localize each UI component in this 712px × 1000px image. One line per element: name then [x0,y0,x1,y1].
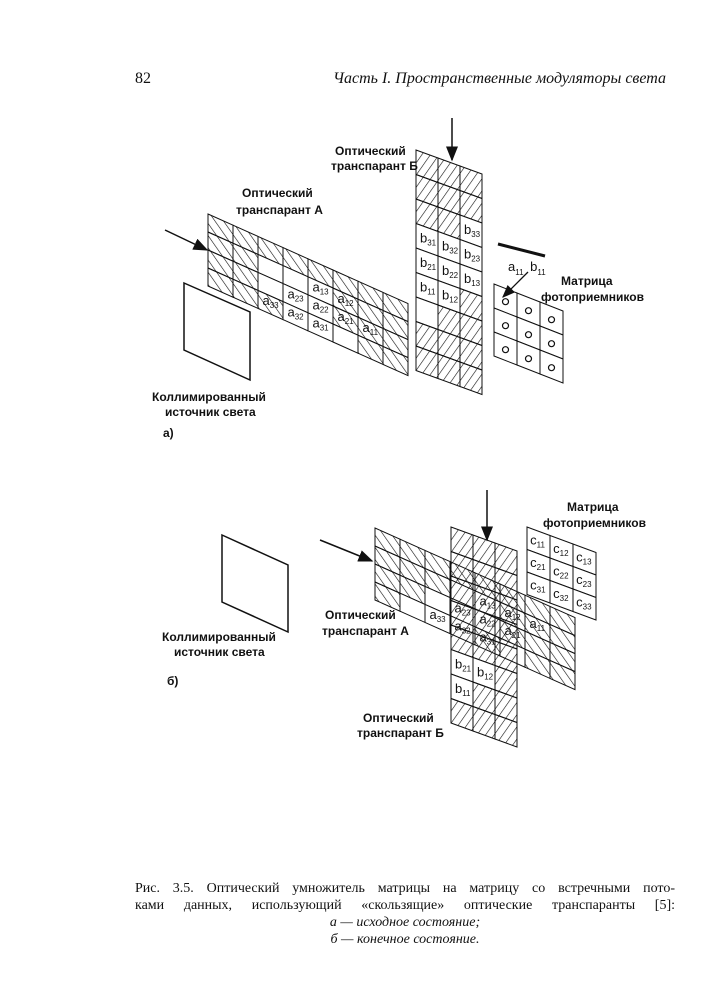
page-number: 82 [135,70,151,87]
cell-label-c: c31 [530,578,546,595]
cell-label-b-b: b21 [455,657,472,674]
label-transparency-b-b-line2: транспарант Б [357,726,444,740]
detector-mark [547,364,556,372]
cell-label-b: b11 [420,280,436,297]
caption-line-2: ками данных, использующий «скользящие» о… [135,898,675,913]
label-transparency-b-line2: транспарант Б [331,159,418,173]
label-source-b-line2: источник света [174,645,265,659]
detector-mark [547,316,556,324]
label-detector-line1: Матрица [561,274,613,288]
label-transparency-a-line2: транспарант А [236,203,323,217]
cell-label-a: a23 [288,286,305,303]
label-transparency-b-b-line1: Оптический [363,711,434,725]
cell-label-c: c33 [576,595,592,612]
cell-label-c: c23 [576,572,592,589]
figure-a: a13 a12 a11 a23 a22 a21 a33 a32 a31 b33 b32 b23 b31… [152,118,644,440]
detector-mark [524,331,533,339]
transparency-a-grid: a13 a12 a11 a23 a22 a21 a33 a32 a31 [207,213,409,377]
cell-label-b: b31 [420,231,437,248]
cell-label-a: a13 [313,280,330,297]
cell-label-b: b13 [464,271,481,288]
detector-mark [547,340,556,348]
detector-mark [524,355,533,363]
cell-label-b: b23 [464,247,481,264]
cell-label-a-b: a11 [530,616,546,633]
cell-label-a: a33 [263,293,280,310]
panel-label-a: а) [163,426,174,440]
light-source-plate-b [221,533,289,634]
label-source-line2: источник света [165,405,256,419]
figure-caption: Рис. 3.5. Оптический умножитель матрицы … [135,880,675,948]
label-transparency-b-line1: Оптический [335,144,406,158]
transparency-b-b-cell [494,713,518,748]
caption-line-3: а — исходное состояние; [329,915,481,930]
cell-label-c: c12 [553,541,569,558]
label-transparency-a-b-line1: Оптический [325,608,396,622]
transparency-a-b-cell [549,659,576,691]
detector-cell [539,349,564,384]
detector-cell-b [572,588,597,621]
cell-label-a: a32 [288,304,305,321]
cell-label-b: b12 [442,288,459,305]
cell-label-c: c32 [553,586,569,603]
cell-label-a: a12 [338,291,355,308]
input-arrow-b [319,539,374,562]
transparency-b-grid: b33 b32 b23 b31 b22 b13 b21 b12 b11 [415,149,483,396]
input-arrow-a [164,229,209,251]
transparency-a-cell [382,345,409,377]
label-source-line1: Коллимированный [152,390,266,404]
cell-label-a: a31 [313,316,330,333]
cell-label-b: b21 [420,255,437,272]
running-title: Часть I. Пространственные модуляторы све… [333,70,666,87]
arrow-to-detector [502,271,529,298]
cell-label-b-b: b11 [455,681,471,698]
transparency-b-cell [459,361,483,396]
cell-label-c: c13 [576,550,592,567]
detector-grid-a [493,283,564,384]
detector-mark [501,322,510,330]
label-detector-b-line2: фотоприемников [543,516,646,530]
cell-label-a: a11 [363,320,379,337]
cell-label-a: a21 [338,309,355,326]
detector-grid-b: c11 c12 c13 c21 c22 c23 c31 c32 c33 [526,526,597,621]
cell-label-c: c22 [553,564,569,581]
detector-mark [501,346,510,354]
cell-label-c: c11 [530,533,545,550]
caption-line-4: б — конечное состояние. [330,932,480,947]
label-detector-b-line1: Матрица [567,500,619,514]
cell-label-a-b: a33 [430,607,447,624]
label-transparency-a-line1: Оптический [242,186,313,200]
label-detector-line2: фотоприемников [541,290,644,304]
product-label: a11 b11 [508,259,546,278]
cell-label-b: b22 [442,263,459,280]
panel-label-b: б) [167,674,178,688]
detector-mark [524,307,533,315]
light-source-plate-a [183,281,251,382]
beam-stroke [497,242,546,258]
cell-label-b-b: b12 [477,665,494,682]
detector-mark [501,298,510,306]
label-transparency-a-b-line2: транспарант А [322,624,409,638]
cell-label-b: b33 [464,222,481,239]
caption-line-1: Рис. 3.5. Оптический умножитель матрицы … [135,881,675,896]
cell-label-a: a22 [313,298,330,315]
cell-label-c: c21 [530,555,546,572]
transparency-b-grid-b: b21 b12 b11 [450,526,518,748]
cell-label-b: b32 [442,239,459,256]
label-source-b-line1: Коллимированный [162,630,276,644]
